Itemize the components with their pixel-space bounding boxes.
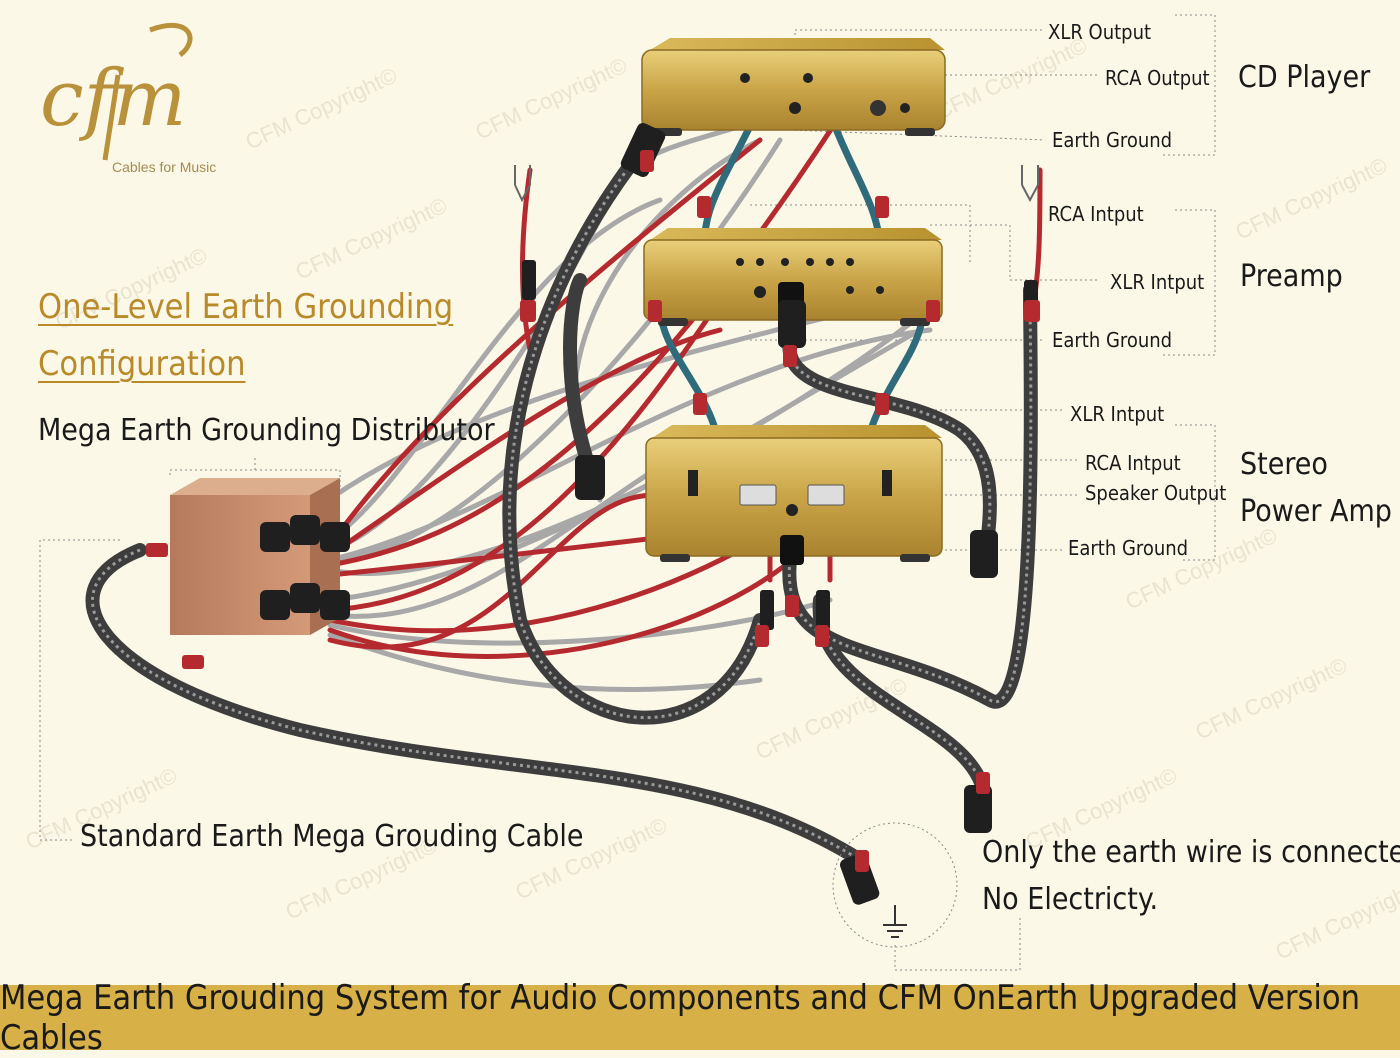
amp-port-speaker-output: Speaker Output (1085, 481, 1227, 505)
power-amp-label-line1: Stereo (1240, 447, 1328, 482)
svg-text:CFM Copyright©: CFM Copyright© (292, 193, 451, 285)
svg-text:CFM Copyright©: CFM Copyright© (242, 63, 401, 155)
logo-subtitle: Cables for Music (112, 159, 217, 175)
svg-text:CFM Copyright©: CFM Copyright© (472, 53, 631, 145)
amp-port-earth-ground: Earth Ground (1068, 536, 1189, 560)
svg-text:CFM Copyright©: CFM Copyright© (752, 673, 911, 765)
preamp (643, 228, 943, 326)
earth-ground-icon (832, 822, 958, 948)
svg-text:CFM Copyright©: CFM Copyright© (1272, 873, 1400, 965)
preamp-port-xlr-input: XLR Intput (1110, 270, 1205, 294)
cfm-logo: cfm (40, 22, 193, 161)
earth-wires (327, 97, 1043, 659)
preamp-label: Preamp (1240, 259, 1343, 294)
distributor-label: Mega Earth Grounding Distributor (38, 413, 495, 448)
footer-banner: Mega Earth Grouding System for Audio Com… (0, 978, 1400, 1058)
cd-player (641, 38, 946, 136)
svg-text:CFM Copyright©: CFM Copyright© (1232, 153, 1391, 245)
signal-wires (297, 117, 943, 692)
amp-port-rca-input: RCA Intput (1085, 451, 1181, 475)
cable-sleeves (146, 150, 1040, 872)
cd-player-label: CD Player (1238, 60, 1371, 95)
power-amp-label-line2: Power Amp (1240, 494, 1392, 529)
cable-label: Standard Earth Mega Grouding Cable (80, 819, 584, 854)
preamp-port-earth-ground: Earth Ground (1052, 328, 1173, 352)
preamp-port-rca-input: RCA Intput (1048, 202, 1144, 226)
svg-text:CFM Copyright©: CFM Copyright© (1192, 653, 1351, 745)
power-amp (645, 425, 943, 565)
amp-port-xlr-input: XLR Intput (1070, 402, 1165, 426)
spade-connectors (514, 165, 1039, 203)
note-line1: Only the earth wire is connected. (982, 835, 1400, 870)
cd-port-rca-output: RCA Output (1105, 66, 1210, 90)
cd-port-xlr-output: XLR Output (1048, 20, 1152, 44)
note-line2: No Electricty. (982, 882, 1159, 917)
diagram-title-line1: One-Level Earth Grounding (38, 287, 454, 327)
cd-port-earth-ground: Earth Ground (1052, 128, 1173, 152)
svg-text:CFM Copyright©: CFM Copyright© (932, 33, 1091, 125)
diagram-title-line2: Configuration (38, 344, 246, 384)
grounding-distributor (170, 478, 350, 635)
footer-text: Mega Earth Grouding System for Audio Com… (0, 977, 1361, 1058)
